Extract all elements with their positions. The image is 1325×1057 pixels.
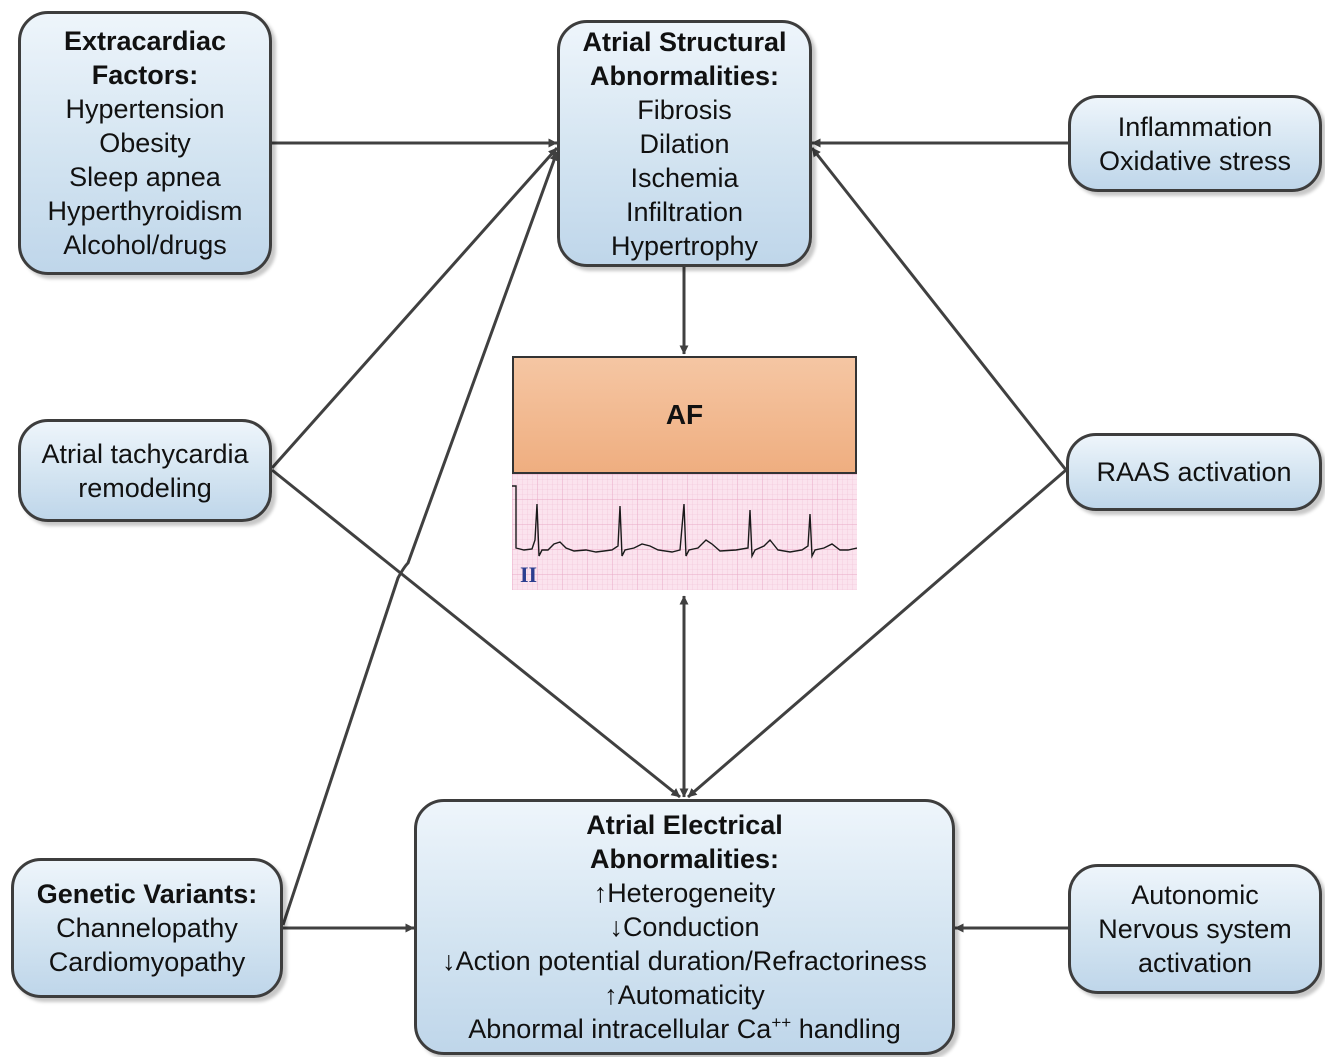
structural-item-hypertrophy: Hypertrophy <box>610 230 759 261</box>
tachycardia-line-1: Atrial tachycardia <box>41 438 249 469</box>
tachycardia-line-2: remodeling <box>78 472 212 503</box>
ecg-lead-label: II <box>520 562 538 587</box>
extracardiac-item-hyperthyroidism: Hyperthyroidism <box>47 196 243 226</box>
genetic-variants-box: Genetic Variants: Channelopathy Cardiomy… <box>11 858 283 998</box>
inflammation-item-inflammation: Inflammation <box>1117 111 1273 142</box>
genetic-title: Genetic Variants: <box>36 879 258 909</box>
autonomic-line-3: activation <box>1137 948 1253 978</box>
extracardiac-factors-box: Extracardiac Factors: Hypertension Obesi… <box>18 11 272 275</box>
structural-abnormalities-box: Atrial Structural Abnormalities: Fibrosi… <box>557 20 812 267</box>
ecg-trace <box>512 485 857 559</box>
electrical-item-automaticity: ↑Automaticity <box>604 980 765 1010</box>
electrical-item-conduction: ↓Conduction <box>609 912 760 942</box>
af-box: AF <box>512 356 857 474</box>
raas-activation-box: RAAS activation <box>1066 433 1322 511</box>
inflammation-item-oxidative-stress: Oxidative stress <box>1098 145 1292 176</box>
edge-raas-to-structural <box>810 147 1068 471</box>
autonomic-line-2: Nervous system <box>1098 914 1292 944</box>
genetic-item-cardiomyopathy: Cardiomyopathy <box>48 947 246 977</box>
structural-item-ischemia: Ischemia <box>630 162 739 193</box>
electrical-item-heterogeneity: ↑Heterogeneity <box>593 878 776 908</box>
electrical-abnormalities-box: Atrial Electrical Abnormalities: ↑Hetero… <box>414 799 955 1055</box>
extracardiac-item-hypertension: Hypertension <box>65 94 225 124</box>
calcium-suffix: handling <box>791 1014 901 1044</box>
structural-title-line-2: Abnormalities: <box>589 60 780 91</box>
electrical-title-line-1: Atrial Electrical <box>586 810 783 840</box>
inflammation-box: Inflammation Oxidative stress <box>1068 95 1322 192</box>
autonomic-activation-box: Autonomic Nervous system activation <box>1068 864 1322 994</box>
raas-label: RAAS activation <box>1096 457 1292 487</box>
ecg-strip <box>512 474 857 590</box>
calcium-superscript: ++ <box>771 1013 792 1032</box>
af-label: AF <box>665 399 704 430</box>
edge-tachycardia-to-electrical <box>271 468 681 799</box>
extracardiac-item-obesity: Obesity <box>99 128 191 158</box>
structural-item-infiltration: Infiltration <box>625 196 744 227</box>
structural-title-line-1: Atrial Structural <box>582 26 787 57</box>
edge-tachycardia-to-structural <box>270 147 559 469</box>
genetic-item-channelopathy: Channelopathy <box>56 913 238 943</box>
electrical-item-action-potential: ↓Action potential duration/Refractorines… <box>442 946 927 976</box>
tachycardia-remodeling-box: Atrial tachycardia remodeling <box>18 419 272 522</box>
extracardiac-title-line-2: Factors: <box>91 60 199 90</box>
edge-genetic-to-structural <box>281 151 559 926</box>
extracardiac-title-line-1: Extracardiac <box>63 26 227 56</box>
extracardiac-item-sleep-apnea: Sleep apnea <box>69 162 221 192</box>
extracardiac-item-alcohol-drugs: Alcohol/drugs <box>63 230 227 260</box>
structural-item-fibrosis: Fibrosis <box>637 94 732 125</box>
edge-raas-to-electrical <box>687 468 1067 799</box>
electrical-title-line-2: Abnormalities: <box>589 844 780 874</box>
structural-item-dilation: Dilation <box>639 128 730 159</box>
calcium-prefix: Abnormal intracellular Ca <box>468 1014 772 1044</box>
autonomic-line-1: Autonomic <box>1131 880 1259 910</box>
electrical-item-calcium-handling: Abnormal intracellular Ca++ handling <box>468 1012 901 1046</box>
